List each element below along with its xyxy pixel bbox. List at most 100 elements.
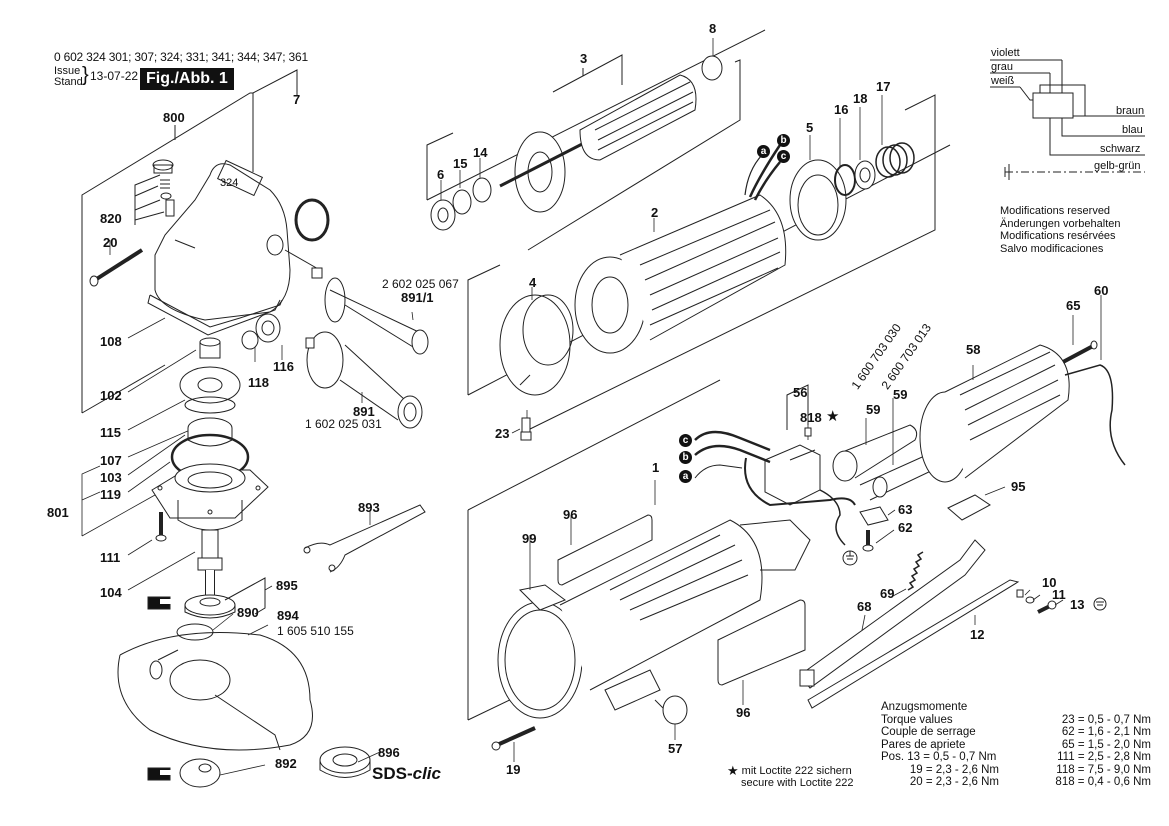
wire-label-schwarz: schwarz bbox=[1100, 143, 1141, 155]
wire-marker-c-top: c bbox=[777, 150, 790, 163]
part-label-7: 7 bbox=[293, 92, 301, 107]
label-plate-96-top bbox=[558, 515, 652, 585]
bracket-895 bbox=[225, 578, 265, 614]
part-label-891: 891 bbox=[353, 404, 375, 419]
part-label-818: 818 bbox=[800, 410, 822, 425]
screw-65 bbox=[1063, 315, 1097, 362]
bearing-6 bbox=[431, 180, 455, 230]
auxiliary-handle-891-1 bbox=[312, 268, 428, 354]
part-label-95: 95 bbox=[1011, 479, 1026, 494]
spindle-104 bbox=[198, 530, 222, 595]
wiring-legend-diagram bbox=[990, 60, 1145, 180]
wire-label-violett: violett bbox=[991, 47, 1020, 59]
sds-prefix: SDS- bbox=[372, 764, 413, 783]
part-label-65: 65 bbox=[1066, 298, 1081, 313]
spring-69 bbox=[893, 552, 923, 596]
part-label-111: 111 bbox=[100, 550, 121, 565]
loctite-line-de: mit Loctite 222 sichern bbox=[741, 765, 852, 777]
part-label-820: 820 bbox=[100, 211, 122, 226]
cable-clamp-63 bbox=[860, 507, 895, 525]
mounting-flange-895 bbox=[185, 595, 235, 618]
wrench-symbol-895 bbox=[148, 597, 172, 609]
torque-row: Torque values 23 = 0,5 - 0,7 Nm bbox=[881, 714, 1151, 727]
torque-row-right: 818 = 0,4 - 0,6 Nm bbox=[1055, 776, 1151, 788]
torque-row-left: Torque values bbox=[881, 713, 953, 726]
screw-111 bbox=[156, 512, 166, 541]
part-label-893: 893 bbox=[358, 500, 380, 515]
part-label-56: 56 bbox=[793, 385, 808, 400]
part-label-57: 57 bbox=[668, 741, 683, 756]
bearing-flange-119 bbox=[152, 464, 268, 530]
washer-11 bbox=[1026, 597, 1034, 603]
stator-2 bbox=[575, 195, 786, 353]
screw-13 bbox=[1025, 590, 1063, 612]
screw-19 bbox=[492, 728, 535, 762]
order-number-891: 1 602 025 031 bbox=[305, 417, 382, 431]
wire-marker-c-switch: c bbox=[679, 434, 692, 447]
issue-label: Issue bbox=[54, 65, 81, 77]
torque-row-left: Pares de apriete bbox=[881, 738, 966, 751]
part-label-116: 116 bbox=[273, 359, 294, 374]
switch-bar-12 bbox=[808, 580, 1018, 708]
part-label-20: 20 bbox=[103, 235, 118, 250]
part-label-59b: 59 bbox=[893, 387, 908, 402]
torque-row-left: 19 = 2,3 - 2,6 Nm bbox=[909, 763, 999, 776]
torque-row-right: 65 = 1,5 - 2,0 Nm bbox=[1061, 738, 1151, 751]
part-label-4: 4 bbox=[529, 275, 537, 290]
part-label-118: 118 bbox=[248, 375, 269, 390]
screw-20 bbox=[90, 250, 142, 286]
part-label-19: 19 bbox=[506, 762, 521, 777]
part-label-800: 800 bbox=[163, 110, 185, 125]
part-label-891-1: 891/1 bbox=[401, 290, 434, 305]
wire-label-grau: grau bbox=[991, 61, 1014, 73]
sds-clic-brand: SDS-clic bbox=[372, 764, 441, 784]
part-label-2: 2 bbox=[651, 205, 659, 220]
part-label-801: 801 bbox=[47, 505, 69, 520]
bearing-107 bbox=[188, 418, 232, 446]
part-label-63: 63 bbox=[898, 502, 913, 517]
part-label-895: 895 bbox=[276, 578, 298, 593]
part-label-58: 58 bbox=[966, 342, 981, 357]
torque-row-right: 62 = 1,6 - 2,1 Nm bbox=[1061, 726, 1151, 738]
part-label-69: 69 bbox=[880, 586, 895, 601]
part-label-890: 890 bbox=[237, 605, 259, 620]
part-label-115: 115 bbox=[100, 425, 121, 440]
mods-de: Änderungen vorbehalten bbox=[1000, 217, 1121, 230]
ring-14 bbox=[473, 178, 491, 202]
part-label-5: 5 bbox=[806, 120, 814, 135]
handle-cover-58 bbox=[920, 345, 1069, 482]
ring-5 bbox=[790, 135, 846, 240]
gear-head-group-bracket bbox=[82, 70, 297, 413]
leader-lines-left bbox=[82, 240, 282, 590]
wire-marker-b-switch: b bbox=[679, 451, 692, 464]
gear-head-housing bbox=[148, 160, 320, 335]
spindle-lock-parts-820 bbox=[135, 160, 174, 225]
part-label-894: 894 bbox=[277, 608, 299, 623]
part-label-119: 119 bbox=[100, 487, 121, 502]
wire-marker-a-switch: a bbox=[679, 470, 692, 483]
wire-label-weiss: weiß bbox=[991, 75, 1015, 87]
part-label-107: 107 bbox=[100, 453, 122, 468]
part-label-15: 15 bbox=[453, 156, 468, 171]
wire-marker-b-top: b bbox=[777, 134, 790, 147]
part-label-68: 68 bbox=[857, 599, 872, 614]
part-label-8: 8 bbox=[709, 21, 717, 36]
part-label-3: 3 bbox=[580, 51, 588, 66]
wire-marker-a-top: a bbox=[757, 145, 770, 158]
auxiliary-handle-891 bbox=[306, 332, 422, 428]
issue-date: 13-07-22 bbox=[90, 69, 139, 83]
part-label-103: 103 bbox=[100, 470, 122, 485]
part-label-60: 60 bbox=[1094, 283, 1109, 298]
spring-17 bbox=[876, 95, 914, 177]
switch-rod-68 bbox=[800, 540, 985, 688]
torque-row-right: 23 = 0,5 - 0,7 Nm bbox=[1061, 713, 1151, 726]
armature-3 bbox=[500, 38, 722, 212]
switch-56 bbox=[765, 385, 820, 505]
screw-23 bbox=[512, 418, 531, 440]
wrench-symbol-892 bbox=[148, 768, 172, 780]
label-99 bbox=[520, 535, 565, 610]
